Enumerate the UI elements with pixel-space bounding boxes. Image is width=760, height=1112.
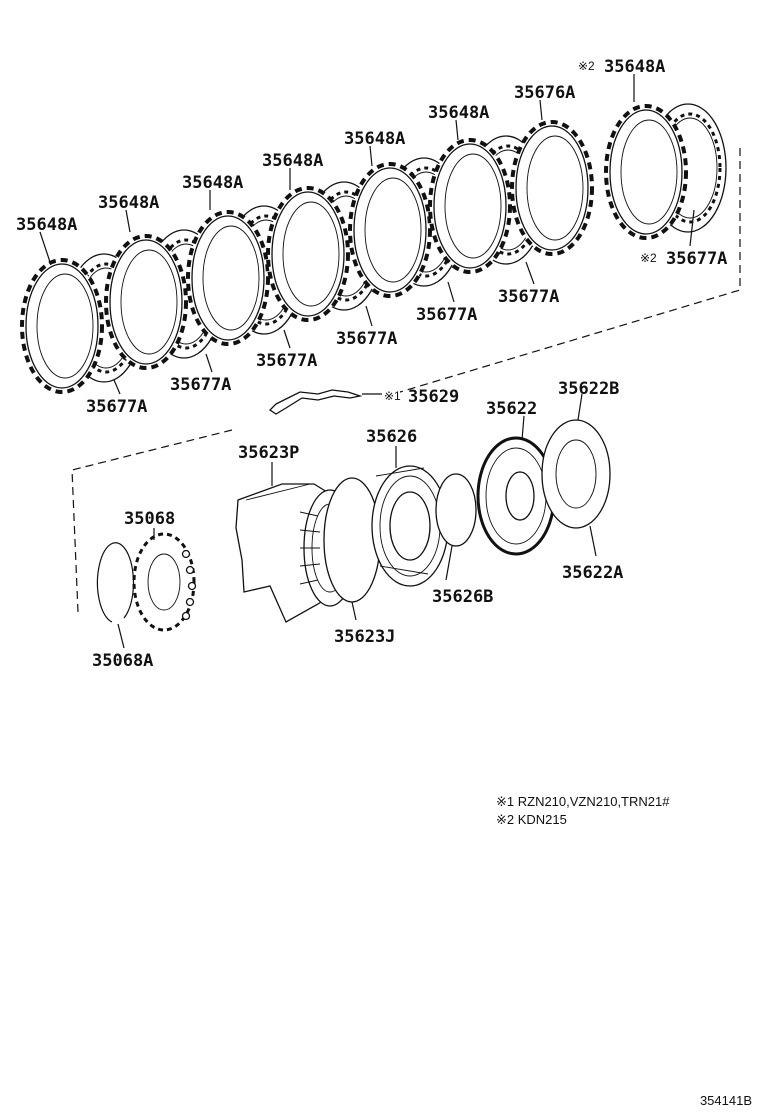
part-label-35648A: 35648A <box>428 103 489 123</box>
note-mark-2: ※2 <box>640 251 657 265</box>
snap-ring-35629 <box>268 389 363 415</box>
part-label-35648A: 35648A <box>16 215 77 235</box>
part-label-35648A: 35648A <box>344 129 405 149</box>
part-label-35626: 35626 <box>366 427 417 447</box>
part-label-35068A: 35068A <box>92 651 153 671</box>
clutch-plate <box>266 186 350 322</box>
part-label-35677A: 35677A <box>86 397 147 417</box>
part-label-35677A: 35677A <box>170 375 231 395</box>
flange-plate <box>510 120 594 256</box>
footnote-1: ※1 RZN210,VZN210,TRN21# <box>496 794 670 809</box>
part-label-35629: 35629 <box>408 387 459 407</box>
part-label-35676A: 35676A <box>514 83 575 103</box>
part-label-35648A-kdn215: 35648A <box>604 57 665 77</box>
thrust-washer-35623J <box>323 477 381 603</box>
note-mark-1: ※1 <box>384 389 401 403</box>
part-label-35677A: 35677A <box>498 287 559 307</box>
part-label-35648A: 35648A <box>182 173 243 193</box>
part-label-35068: 35068 <box>124 509 175 529</box>
leader-lines <box>39 74 695 649</box>
clutch-plate <box>348 162 432 298</box>
part-label-35677A: 35677A <box>336 329 397 349</box>
note-mark-2: ※2 <box>578 59 595 73</box>
spring-retainer-35622 <box>476 436 556 556</box>
snap-ring-35068A <box>96 542 135 623</box>
part-label-35648A: 35648A <box>98 193 159 213</box>
part-label-35626B: 35626B <box>432 587 493 607</box>
footnote-2: ※2 KDN215 <box>496 812 567 827</box>
part-label-35623P: 35623P <box>238 443 299 463</box>
figure-code: 354141B <box>699 1093 752 1108</box>
part-label-35677A: 35677A <box>416 305 477 325</box>
o-ring-35626B <box>435 473 477 547</box>
part-label-35622A: 35622A <box>562 563 623 583</box>
clutch-plate <box>20 258 104 394</box>
piston-35626 <box>371 465 449 587</box>
clutch-plate-kdn215 <box>604 104 688 240</box>
clutch-plate <box>428 138 512 274</box>
part-label-35677A-kdn215: 35677A <box>666 249 727 269</box>
part-label-35648A: 35648A <box>262 151 323 171</box>
clutch-plate <box>186 210 270 346</box>
bearing-35068 <box>132 532 197 632</box>
assembly-guide-line <box>71 429 233 613</box>
part-label-35622B: 35622B <box>558 379 619 399</box>
assembly-guide-line <box>399 148 741 393</box>
part-label-35622: 35622 <box>486 399 537 419</box>
seal-ring-35622B <box>541 419 611 529</box>
part-label-35623J: 35623J <box>334 627 395 647</box>
part-label-35677A: 35677A <box>256 351 317 371</box>
clutch-plate <box>104 234 188 370</box>
